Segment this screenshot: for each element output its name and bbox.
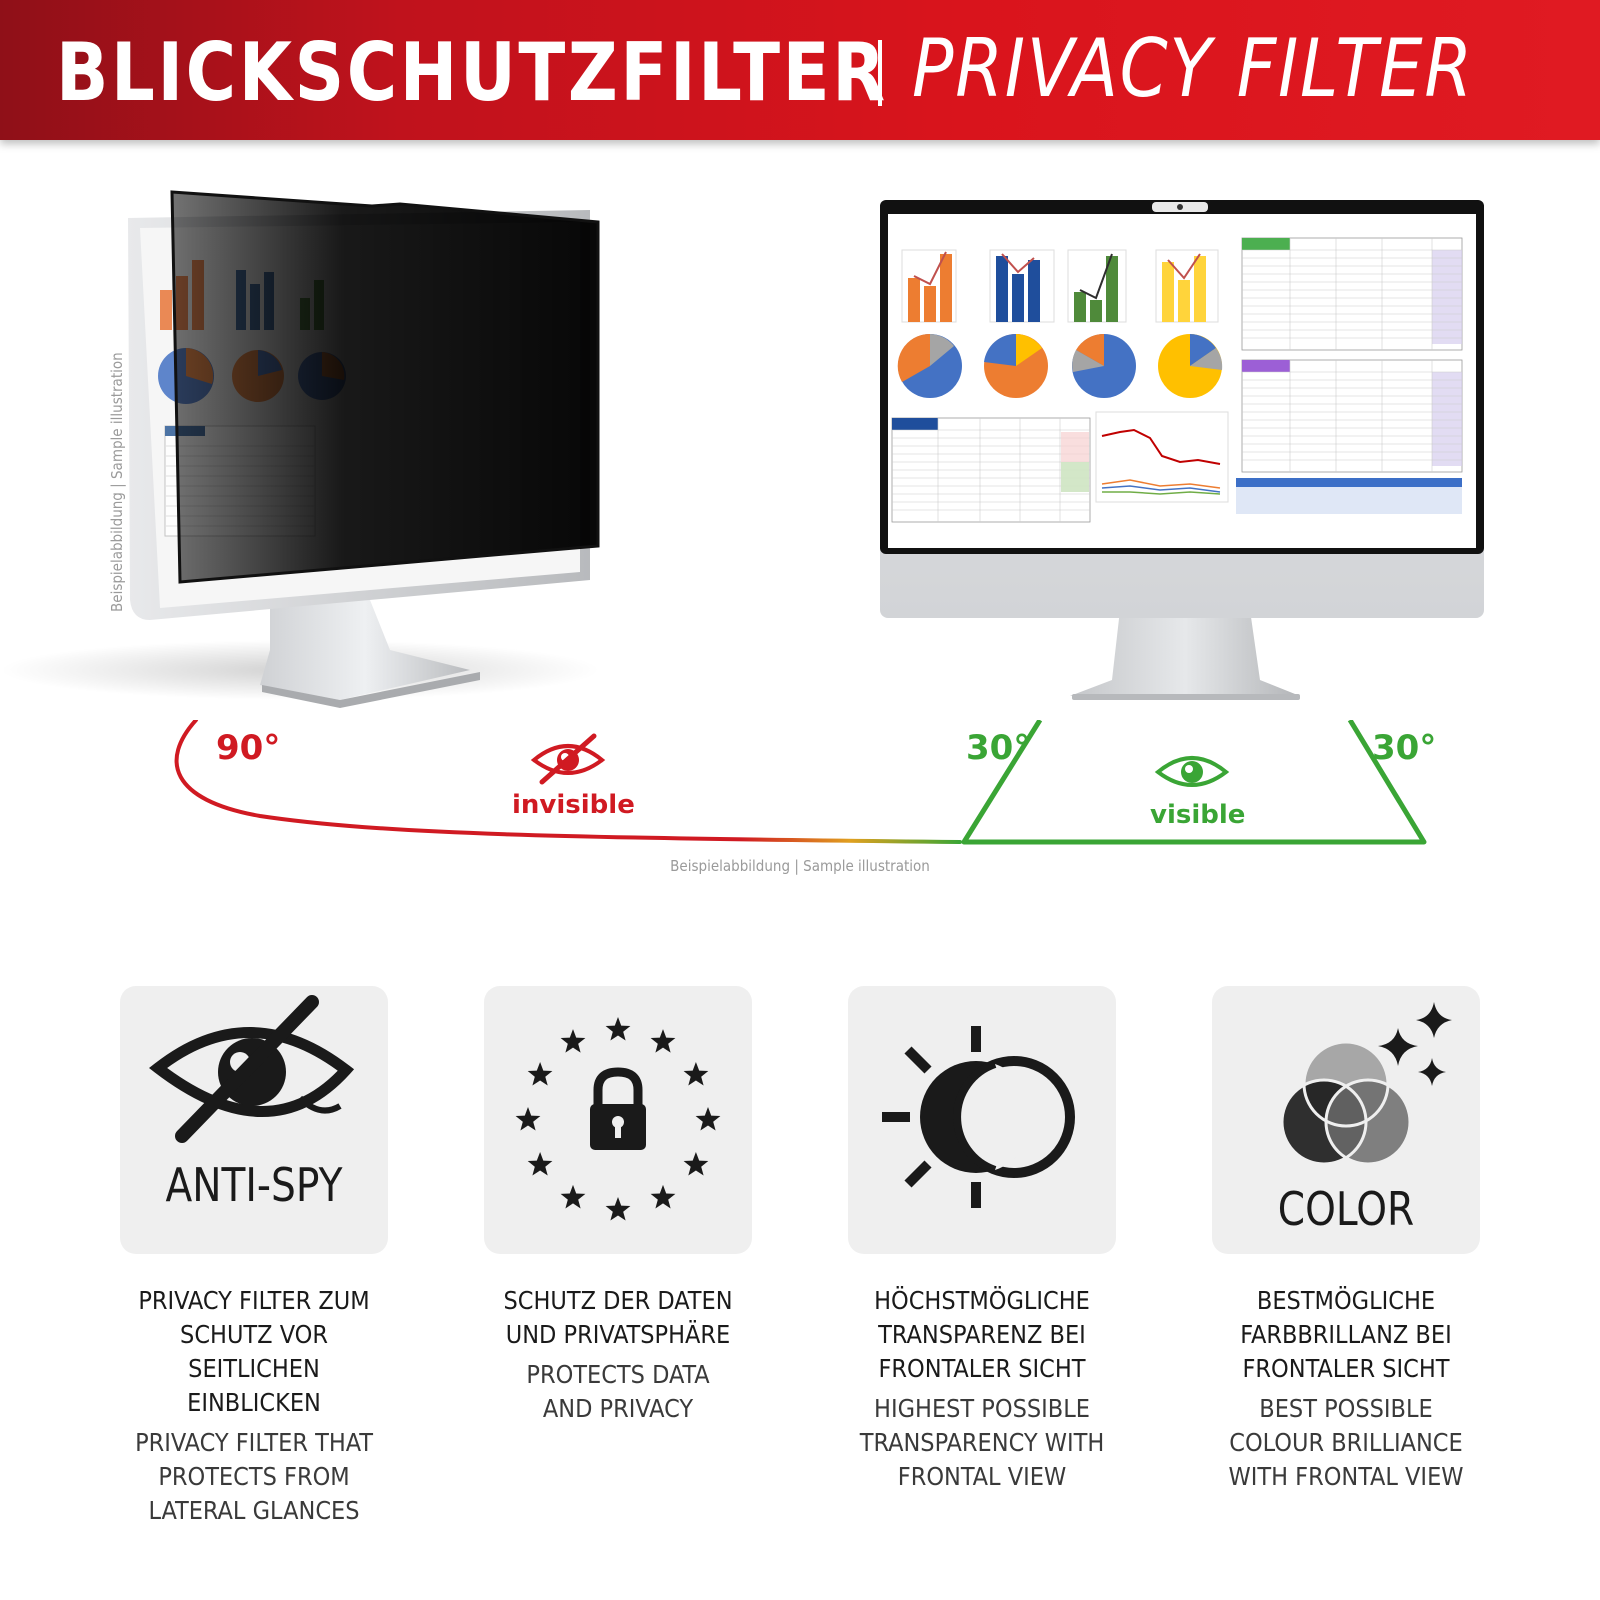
feature-list: ANTI-SPY PRIVACY FILTER ZUM SCHUTZ VOR S…: [0, 986, 1600, 1525]
header-banner: BLICKSCHUTZFILTER PRIVACY FILTER: [0, 0, 1600, 140]
page-title: BLICKSCHUTZFILTER PRIVACY FILTER: [56, 22, 1472, 122]
feature-text-de: BESTMÖGLICHE FARBBRILLANZ BEI FRONTALER …: [1212, 1284, 1480, 1386]
eu-lock-icon: [515, 1017, 721, 1221]
feature-en-line: COLOUR BRILLIANCE: [1229, 1428, 1463, 1457]
tile-label-color: COLOR: [1277, 1182, 1415, 1236]
eu-star-icon: [605, 1017, 631, 1041]
eu-star-icon: [515, 1107, 541, 1131]
feature-data-protection: SCHUTZ DER DATEN UND PRIVATSPHÄRE PROTEC…: [484, 986, 752, 1426]
feature-de-line: PRIVACY FILTER ZUM: [138, 1286, 370, 1315]
feature-de-line: FRONTALER SICHT: [1242, 1354, 1450, 1383]
eu-star-icon: [650, 1184, 676, 1209]
feature-text-en: PROTECTS DATA AND PRIVACY: [484, 1358, 752, 1426]
angle-90-label: 90°: [216, 728, 281, 768]
title-german: BLICKSCHUTZFILTER: [56, 25, 888, 119]
feature-en-line: FRONTAL VIEW: [897, 1462, 1067, 1491]
invisible-label: invisible: [512, 790, 635, 820]
feature-en-line: LATERAL GLANCES: [148, 1496, 360, 1525]
eu-star-icon: [527, 1062, 553, 1086]
feature-tile: [484, 986, 752, 1254]
feature-tile: COLOR: [1212, 986, 1480, 1254]
feature-en-line: PRIVACY FILTER THAT: [135, 1428, 373, 1457]
eu-star-icon: [683, 1152, 709, 1176]
side-caption: Beispielabbildung | Sample illustration: [108, 352, 126, 612]
angle-30-right-label: 30°: [1372, 728, 1437, 768]
feature-de-line: TRANSPARENZ BEI: [878, 1320, 1086, 1349]
color-circles-icon: [1280, 1002, 1452, 1166]
title-separator: [878, 40, 882, 106]
eu-star-icon: [650, 1029, 676, 1053]
eu-star-icon: [683, 1062, 709, 1086]
feature-text-en: PRIVACY FILTER THAT PROTECTS FROM LATERA…: [120, 1426, 388, 1528]
angle-30-left-label: 30°: [966, 728, 1031, 768]
eu-star-icon: [560, 1029, 586, 1053]
feature-de-line: SCHUTZ VOR: [180, 1320, 328, 1349]
feature-text-de: HÖCHSTMÖGLICHE TRANSPARENZ BEI FRONTALER…: [848, 1284, 1116, 1386]
feature-de-line: SEITLICHEN EINBLICKEN: [187, 1354, 321, 1417]
feature-de-line: FRONTALER SICHT: [878, 1354, 1086, 1383]
feature-de-line: BESTMÖGLICHE: [1256, 1286, 1436, 1315]
feature-color: COLOR BESTMÖGLICHE FARBBRILLANZ BEI FRON…: [1212, 986, 1480, 1494]
feature-text-de: SCHUTZ DER DATEN UND PRIVATSPHÄRE: [484, 1284, 752, 1352]
angle-lines: [174, 720, 1427, 845]
feature-de-line: SCHUTZ DER DATEN: [503, 1286, 733, 1315]
feature-text-en: BEST POSSIBLE COLOUR BRILLIANCE WITH FRO…: [1212, 1392, 1480, 1494]
eu-star-icon: [695, 1107, 721, 1131]
feature-text-de: PRIVACY FILTER ZUM SCHUTZ VOR SEITLICHEN…: [120, 1284, 388, 1420]
feature-en-line: AND PRIVACY: [542, 1394, 694, 1423]
feature-de-line: HÖCHSTMÖGLICHE: [874, 1286, 1090, 1315]
eye-green-icon: [1154, 756, 1230, 787]
viewing-angles: 90° 30° 30° invisible visible: [0, 720, 1600, 900]
feature-en-line: HIGHEST POSSIBLE: [874, 1394, 1090, 1423]
monitor-with-filter: [0, 180, 640, 720]
eu-star-icon: [560, 1184, 586, 1209]
feature-en-line: WITH FRONTAL VIEW: [1228, 1462, 1464, 1491]
feature-en-line: TRANSPARENCY WITH: [859, 1428, 1105, 1457]
eye-slash-red-icon: [530, 733, 606, 785]
tile-label-anti-spy: ANTI-SPY: [165, 1158, 343, 1212]
feature-de-line: UND PRIVATSPHÄRE: [505, 1320, 731, 1349]
sun-transparency-icon: [882, 1026, 1075, 1208]
title-english: PRIVACY FILTER: [912, 22, 1474, 115]
monitor-left-illustration: [0, 190, 600, 708]
bottom-caption: Beispielabbildung | Sample illustration: [670, 857, 930, 875]
eu-star-icon: [605, 1197, 631, 1221]
visible-label: visible: [1150, 800, 1246, 830]
feature-anti-spy: ANTI-SPY PRIVACY FILTER ZUM SCHUTZ VOR S…: [120, 986, 388, 1528]
feature-text-en: HIGHEST POSSIBLE TRANSPARENCY WITH FRONT…: [848, 1392, 1116, 1494]
monitor-frontal: [880, 200, 1500, 720]
feature-transparency: HÖCHSTMÖGLICHE TRANSPARENZ BEI FRONTALER…: [848, 986, 1116, 1494]
feature-en-line: PROTECTS FROM: [158, 1462, 350, 1491]
feature-de-line: FARBBRILLANZ BEI: [1240, 1320, 1452, 1349]
feature-en-line: PROTECTS DATA: [526, 1360, 710, 1389]
eye-slash-icon: [149, 995, 355, 1143]
monitor-right-illustration: [880, 200, 1484, 700]
feature-tile: [848, 986, 1116, 1254]
feature-tile: ANTI-SPY: [120, 986, 388, 1254]
feature-en-line: BEST POSSIBLE: [1259, 1394, 1433, 1423]
eu-star-icon: [527, 1152, 553, 1176]
